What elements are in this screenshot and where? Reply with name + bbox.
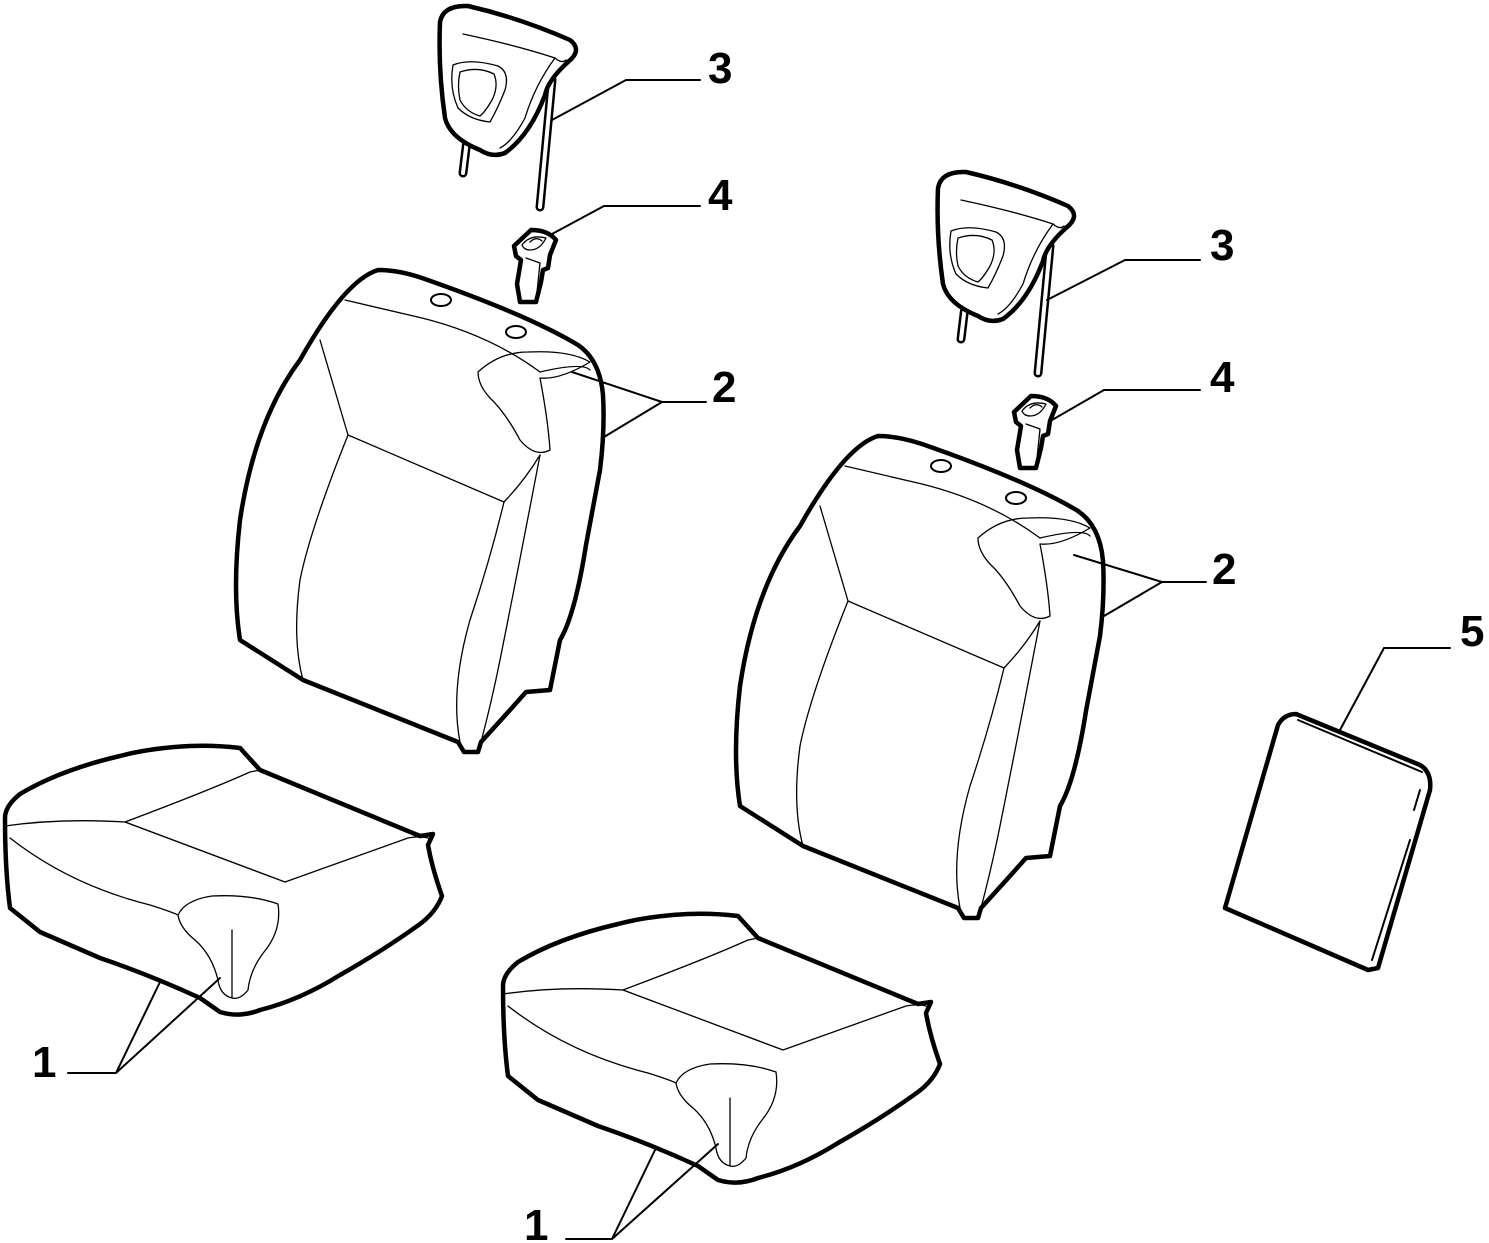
headrest-guide-left — [514, 230, 556, 302]
callout-labels: 3 4 2 3 4 2 5 1 1 — [32, 44, 1484, 1243]
callout-label: 3 — [1210, 221, 1234, 270]
leader-back-left — [571, 371, 707, 438]
callout-label: 1 — [524, 1201, 548, 1243]
leader-backrest-panel — [1339, 647, 1451, 731]
leader-headrest-left — [551, 79, 701, 121]
callout-label: 5 — [1460, 607, 1484, 656]
callout-label: 3 — [708, 44, 732, 93]
leader-cushion-left — [67, 977, 221, 1074]
seat-cushion-right — [503, 914, 940, 1183]
callout-label: 4 — [708, 171, 733, 220]
callout-label: 2 — [1212, 545, 1236, 594]
seat-back-right — [736, 436, 1104, 918]
callout-label: 1 — [32, 1038, 56, 1087]
leader-lines — [67, 79, 1451, 1240]
leader-guide-right — [1051, 389, 1201, 421]
headrest-left — [440, 6, 576, 207]
leader-guide-left — [551, 205, 701, 235]
leader-cushion-right — [565, 1143, 719, 1240]
callout-label: 2 — [712, 363, 736, 412]
seat-back-left — [236, 270, 604, 752]
leader-back-right — [1073, 554, 1207, 617]
seat-cushion-left — [5, 746, 442, 1015]
leader-headrest-right — [1046, 259, 1201, 301]
backrest-panel — [1222, 711, 1433, 973]
callout-label: 4 — [1210, 353, 1235, 402]
headrest-right — [938, 172, 1074, 373]
headrest-guide-right — [1014, 396, 1056, 468]
